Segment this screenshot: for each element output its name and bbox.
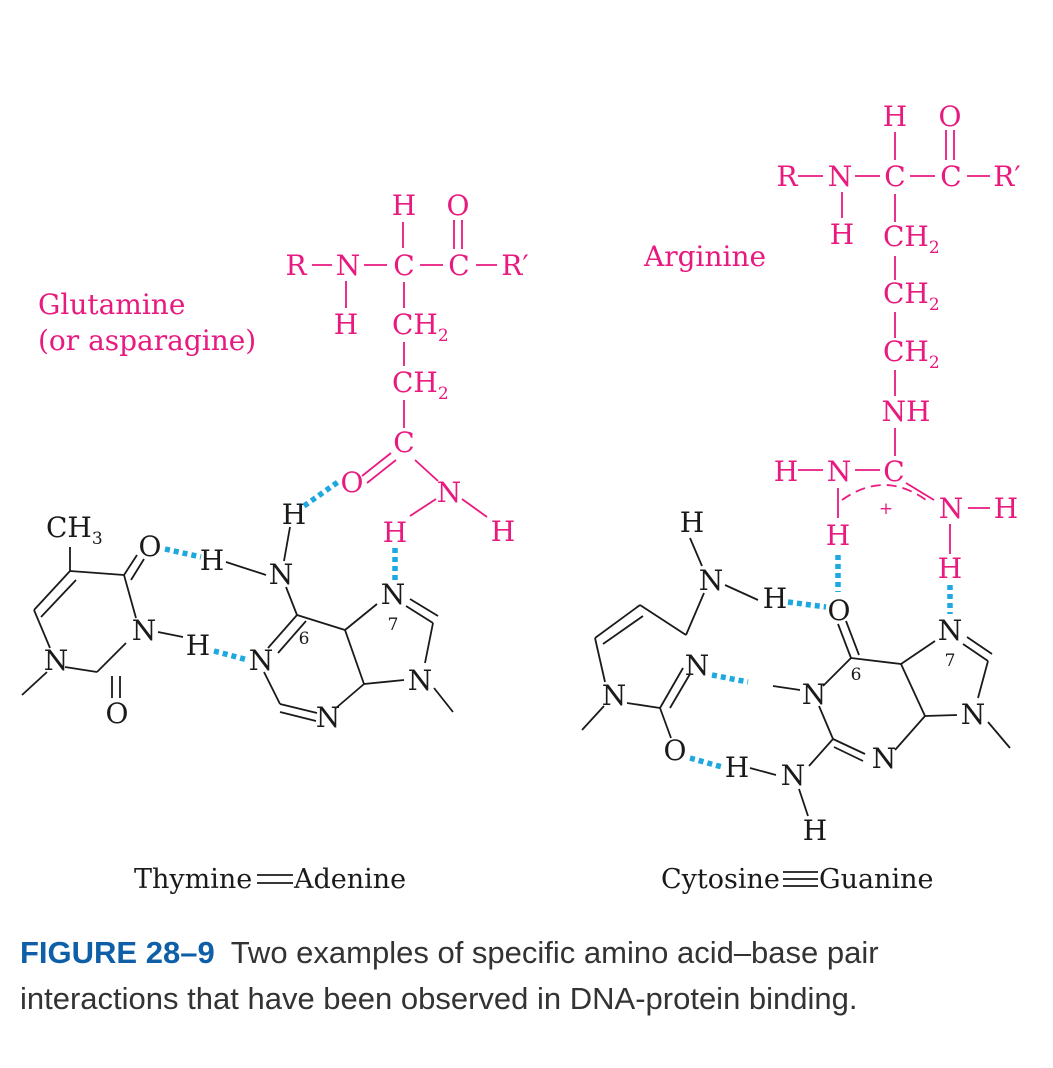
atom-h: H [392, 189, 416, 222]
positive-charge-label: + [879, 499, 893, 519]
figure-label: FIGURE 28–9 [20, 935, 215, 970]
group-ch2: CH2 [883, 335, 940, 373]
atom-c-carbonyl: C [448, 249, 469, 282]
triple-bond-symbol [783, 871, 818, 887]
group-ch2: CH2 [392, 308, 449, 346]
adenine-base [225, 526, 454, 722]
atom-h: H [938, 552, 962, 585]
atom-h: H [883, 100, 907, 133]
atom-n: N [961, 698, 986, 731]
atom-c-alpha: C [884, 160, 905, 193]
atom-h: H [830, 218, 854, 251]
position-6-label: 6 [299, 629, 310, 649]
atom-n: N [781, 759, 806, 792]
atom-h: H [383, 516, 407, 549]
atom-n-amide: N [437, 476, 462, 509]
atom-n: N [249, 644, 274, 677]
arginine-atoms: R N C C R′ H O H CH2 CH2 CH2 NH H N C + … [774, 100, 1021, 585]
atom-h: H [994, 492, 1018, 525]
atom-n: N [132, 614, 157, 647]
cytosine-base [581, 537, 759, 739]
atom-c-amide: C [393, 426, 414, 459]
guanine-atoms: O 6 N N H N H N 7 N [725, 594, 985, 847]
atom-o-6: O [828, 594, 851, 627]
atom-n: N [872, 742, 897, 775]
atom-o: O [447, 189, 470, 222]
glutamine-name: Glutamine (or asparagine) [38, 288, 256, 357]
atom-n: N [939, 492, 964, 525]
glutamine-atoms: R N C C R′ H O H CH2 CH2 C O N H H [285, 189, 528, 549]
glutamine-residue [312, 220, 497, 518]
atom-n: N [685, 649, 710, 682]
thymine-base [21, 547, 184, 698]
adenine-atoms: H H N 6 N N N 7 N [200, 498, 432, 734]
svg-text:Glutamine: Glutamine [38, 288, 185, 321]
base-pair-labels: Thymine Adenine Cytosine Guanine [134, 864, 933, 895]
atom-h: H [763, 582, 787, 615]
position-7-label: 7 [388, 615, 399, 635]
atom-o: O [664, 734, 687, 767]
atom-r: R [776, 160, 798, 193]
atom-n: N [827, 455, 852, 488]
atom-r-prime: R′ [993, 160, 1020, 193]
svg-text:(or asparagine): (or asparagine) [38, 324, 256, 357]
guanine-base [749, 620, 1011, 817]
pair-label-guanine: Guanine [819, 864, 933, 895]
hydrogen-bonds [164, 479, 953, 770]
thymine-atoms: CH3 O N H N O [44, 511, 210, 730]
caption-text: Two examples of specific amino acid–base… [20, 935, 879, 1016]
atom-h: H [334, 308, 358, 341]
pair-label-cytosine: Cytosine [661, 864, 780, 895]
atom-n: N [408, 664, 433, 697]
atom-r-prime: R′ [501, 249, 528, 282]
atom-o-amide: O [341, 466, 364, 499]
pair-label-adenine: Adenine [293, 864, 406, 895]
position-6-label: 6 [851, 665, 862, 685]
atom-c-guanidinium: C [883, 455, 904, 488]
double-bond-symbol [257, 874, 293, 884]
atom-h: H [491, 515, 515, 548]
atom-o: O [939, 100, 962, 133]
arginine-name: Arginine [643, 240, 766, 273]
atom-o: O [106, 697, 129, 730]
position-7-label: 7 [945, 651, 956, 671]
cytosine-atoms: H N H N N O [602, 506, 787, 767]
atom-r: R [285, 249, 307, 282]
group-nh: NH [882, 395, 931, 428]
pair-label-thymine: Thymine [134, 864, 252, 895]
group-ch3: CH3 [46, 511, 103, 549]
atom-n-7: N [381, 578, 406, 611]
arginine-residue [798, 130, 990, 554]
atom-n: N [44, 644, 69, 677]
atom-o: O [139, 530, 162, 563]
atom-h: H [200, 544, 224, 577]
atom-c-alpha: C [393, 249, 414, 282]
atom-n: N [828, 160, 853, 193]
atom-n: N [802, 678, 827, 711]
atom-c-carbonyl: C [940, 160, 961, 193]
group-ch2: CH2 [883, 220, 940, 258]
group-ch2: CH2 [883, 277, 940, 315]
atom-h: H [680, 506, 704, 539]
group-ch2: CH2 [392, 366, 449, 404]
atom-n-7: N [938, 614, 963, 647]
atom-h: H [803, 814, 827, 847]
atom-n: N [336, 249, 361, 282]
atom-h: H [774, 455, 798, 488]
atom-h: H [826, 519, 850, 552]
atom-h: H [186, 629, 210, 662]
atom-h: H [725, 751, 749, 784]
atom-n: N [269, 558, 294, 591]
atom-n: N [699, 564, 724, 597]
atom-n: N [316, 701, 341, 734]
atom-n: N [602, 679, 627, 712]
atom-h: H [282, 498, 306, 531]
